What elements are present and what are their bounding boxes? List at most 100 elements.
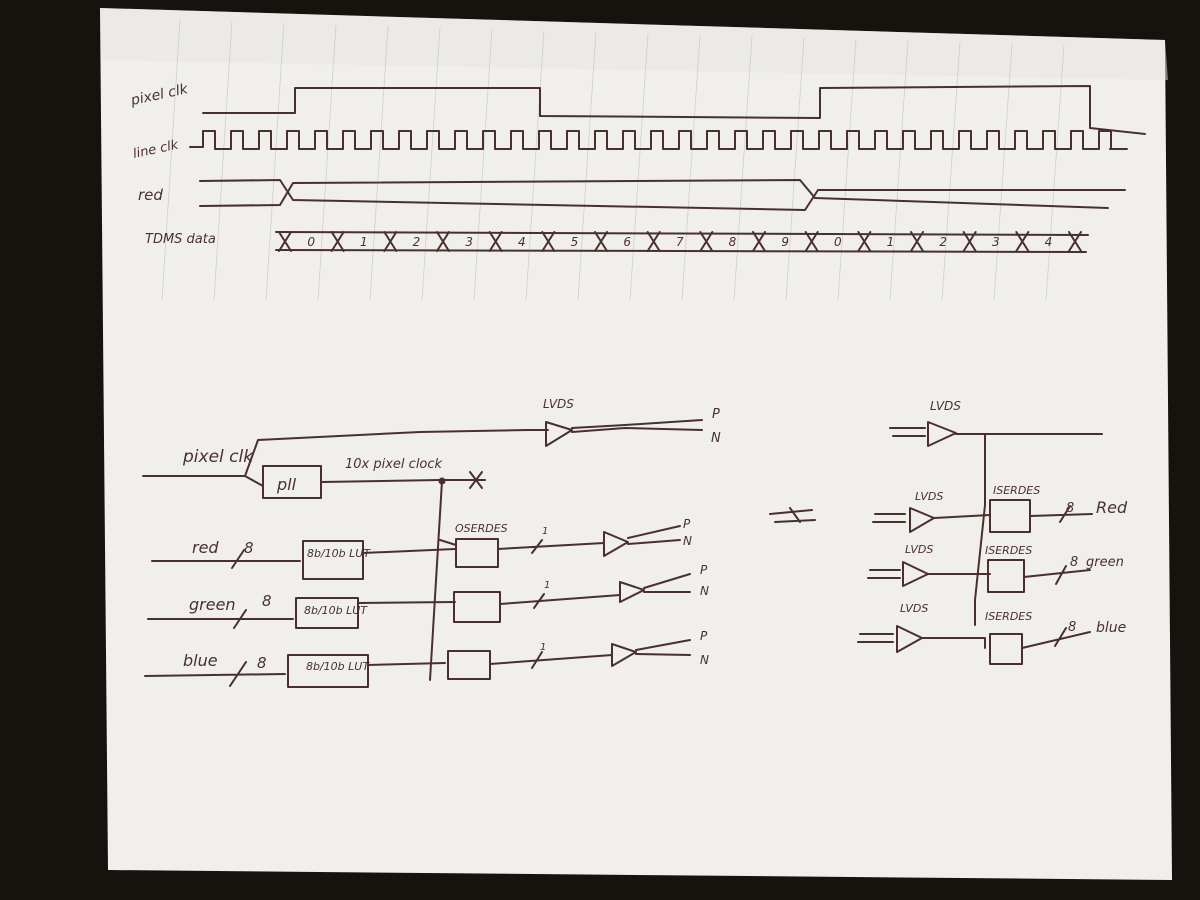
wire-in-red: [151, 549, 301, 569]
lut-blue: [287, 654, 369, 688]
guide-line: [733, 36, 753, 301]
oserdes-red: [455, 538, 499, 568]
wire-serial-blue: [489, 651, 613, 669]
label-serial-width-red: 1: [542, 526, 548, 537]
wire-rx-out-2: [1023, 565, 1091, 585]
label-rx-out-1: Red: [1096, 498, 1128, 517]
rx-lvds-buffer-2: [902, 561, 929, 587]
label-top-p: P: [712, 407, 720, 422]
wire-rx-1: [933, 514, 991, 519]
wire-green-p-n: [643, 573, 691, 593]
clock-bus-vertical: [429, 480, 443, 681]
label-rx-lvds-2: LVDS: [905, 543, 933, 556]
lvds-buffer-top: [545, 421, 573, 447]
tmds-transition-x: [910, 231, 924, 252]
wire-rx-clk-in: [889, 427, 926, 437]
guide-line: [681, 34, 701, 301]
tmds-transition-x: [804, 231, 819, 252]
wire-pixel-clk-to-pll: [244, 475, 264, 487]
tmds-bit-label: 4: [518, 235, 526, 249]
waveform-red: [199, 179, 1126, 211]
tmds-transition-x: [278, 231, 292, 252]
label-input-green: green: [189, 595, 236, 614]
wire-rx-3: [921, 637, 986, 649]
tmds-bit-label: 4: [1045, 235, 1053, 249]
tmds-transition-x: [646, 231, 661, 252]
label-lut-red: 8b/10b LUT: [307, 547, 371, 560]
label-serial-width-blue: 1: [540, 642, 546, 653]
label-width-green: 8: [262, 592, 272, 610]
wire-rx-in-2: [867, 569, 901, 579]
guide-line: [317, 24, 337, 301]
label-tx-pixel-clk: pixel clk: [182, 447, 254, 467]
guide-line: [369, 25, 389, 301]
guide-line: [629, 33, 649, 301]
x-mark: [469, 471, 483, 489]
guide-line: [265, 22, 285, 301]
lut-red: [302, 540, 364, 580]
rx-lvds-clk-buffer: [927, 421, 957, 447]
guide-line: [941, 42, 961, 301]
tmds-transition-x: [699, 231, 714, 252]
tmds-transition-x: [857, 231, 872, 252]
guide-line: [577, 31, 597, 301]
label-rx-lvds-clk: LVDS: [930, 399, 961, 413]
label-rx-width-3: 8: [1068, 620, 1076, 635]
guide-line: [161, 19, 181, 301]
label-red: red: [138, 186, 163, 204]
label-input-blue: blue: [183, 651, 218, 670]
label-iserdes-3: ISERDES: [985, 610, 1032, 623]
tmds-transition-x: [1015, 231, 1030, 252]
guide-line: [525, 30, 545, 301]
paper-shadow: [100, 8, 1168, 80]
tmds-bit-label: 5: [571, 235, 579, 249]
label-tmds-data: TDMS data: [145, 232, 216, 247]
wire-rx-in-1: [872, 513, 906, 523]
separator-squiggle: [769, 507, 816, 523]
tmds-transition-x: [962, 231, 977, 252]
wire-lut-green-out: [357, 601, 456, 604]
label-red-p: P: [683, 517, 691, 531]
label-iserdes-1: ISERDES: [993, 484, 1040, 497]
wire-in-blue: [144, 661, 286, 687]
label-green-n: N: [700, 584, 709, 598]
wire-rx-out-1: [1029, 505, 1093, 523]
label-blue-p: P: [700, 629, 708, 643]
waveform-pixel-clk: [202, 85, 1146, 135]
guide-line: [889, 40, 909, 301]
lvds-buffer-red: [603, 531, 629, 557]
tmds-transition-x: [1068, 231, 1082, 252]
wire-in-green: [147, 609, 294, 629]
label-pll: pll: [276, 475, 297, 494]
label-lut-green: 8b/10b LUT: [304, 604, 368, 617]
tmds-bit-label: 2: [939, 235, 947, 249]
label-rx-width-1: 8: [1066, 501, 1074, 516]
label-green-p: P: [700, 563, 708, 577]
rx-lvds-buffer-3: [896, 625, 923, 653]
tmds-bit-label: 2: [413, 235, 421, 249]
waveform-line-clk: [189, 130, 1128, 150]
label-lvds-top: LVDS: [543, 397, 574, 411]
tmds-bit-label: 3: [465, 235, 473, 249]
iserdes-3: [989, 633, 1023, 665]
wire-lut-red-out: [362, 548, 456, 554]
label-iserdes-2: ISERDES: [985, 544, 1032, 557]
label-blue-n: N: [700, 653, 709, 667]
receiver-block: LVDS LVDS ISERDES 8 Red LVDS ISERDES 8 g…: [857, 399, 1128, 665]
guide-lines: [161, 19, 1065, 301]
wire-lvds-top-n: [571, 427, 703, 433]
guide-line: [421, 27, 441, 301]
wire-serial-green: [499, 593, 621, 609]
lut-green: [295, 597, 359, 629]
guide-line: [1045, 45, 1065, 301]
tmds-bit-label: 7: [676, 235, 684, 249]
wire-red-p-n: [627, 525, 681, 545]
transmitter-block: LVDS P N pixel clk pll 10x pixel clock O…: [142, 397, 721, 688]
label-top-n: N: [711, 431, 721, 446]
wire-lut-blue-out: [367, 662, 446, 666]
guide-line: [837, 39, 857, 301]
tmds-transition-x: [330, 231, 345, 252]
label-width-blue: 8: [257, 654, 267, 672]
tmds-bit-label: 0: [307, 235, 315, 249]
